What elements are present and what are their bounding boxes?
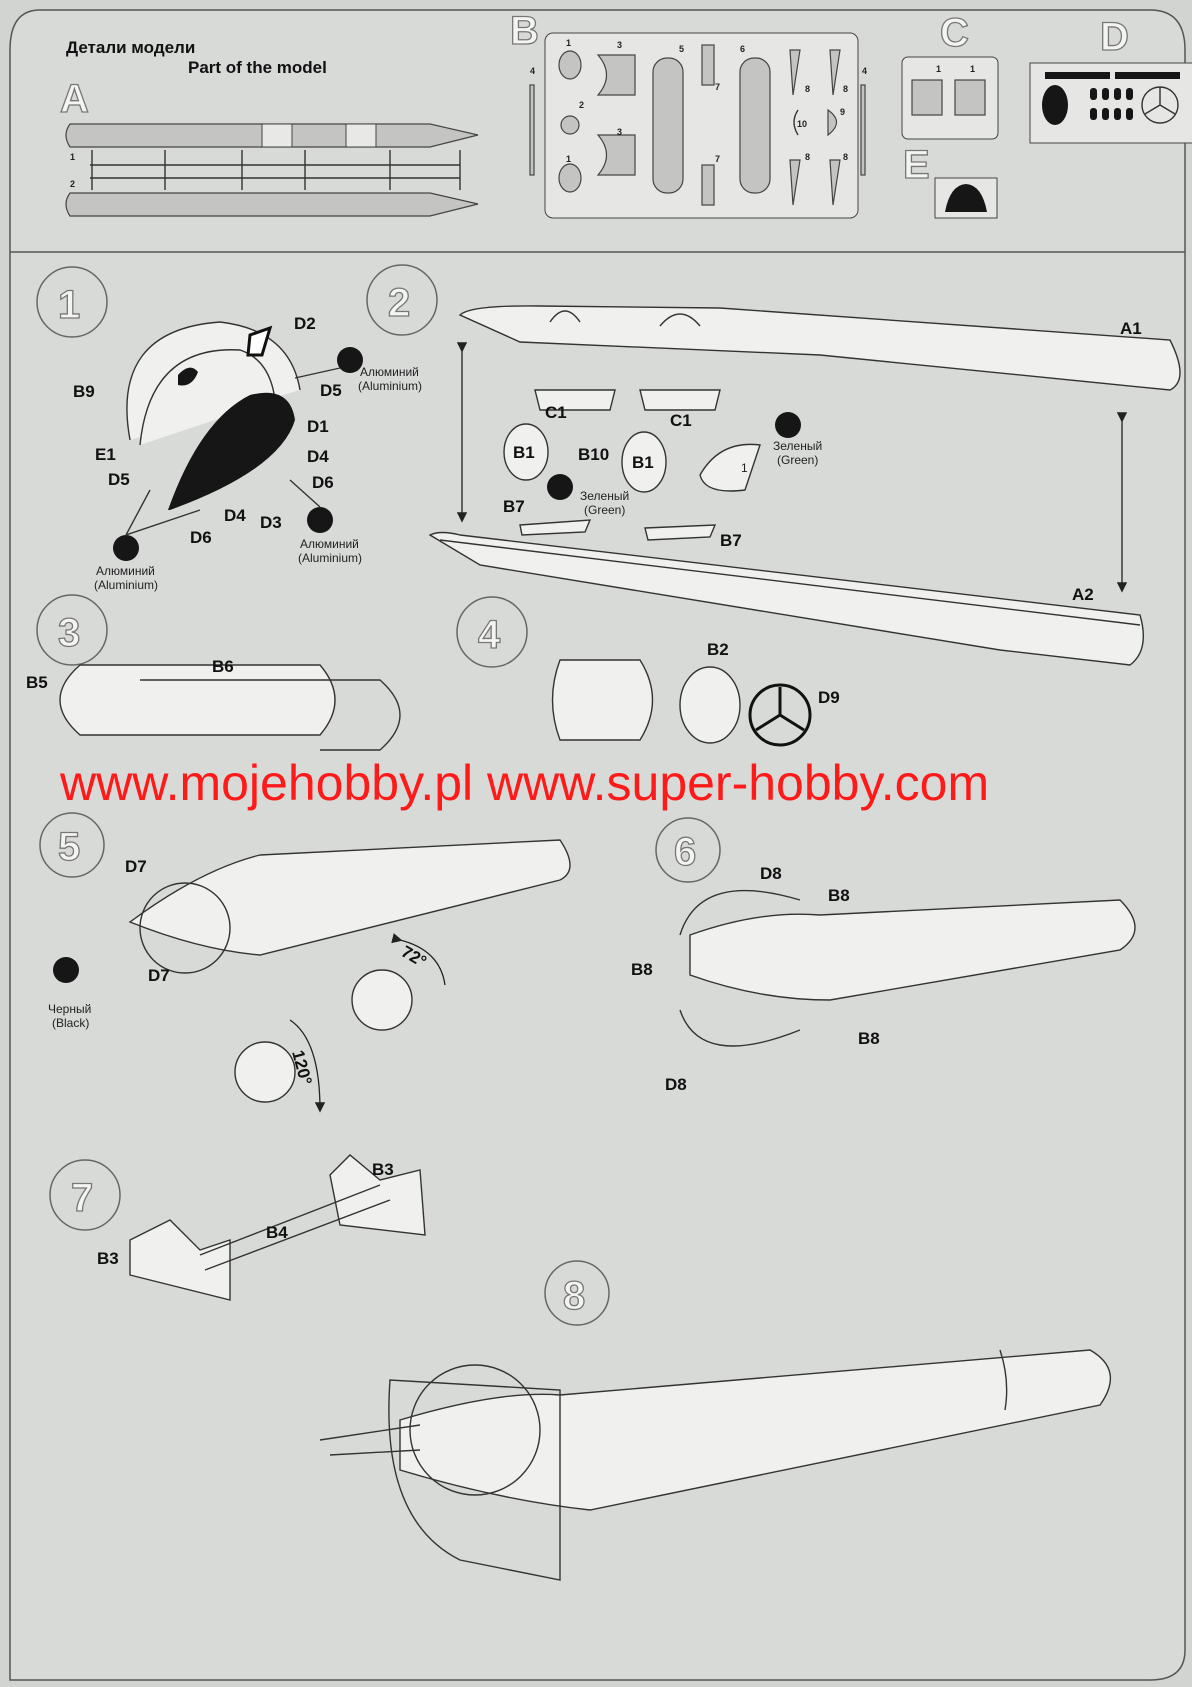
part-label: D5 xyxy=(108,470,130,489)
step-3: 3 B5 B6 xyxy=(26,594,401,751)
part-label: D9 xyxy=(818,688,840,707)
part-label: B9 xyxy=(73,382,95,401)
step-number: 7 xyxy=(71,1176,93,1220)
part-label: D7 xyxy=(148,966,170,985)
part-label: D1 xyxy=(307,417,329,436)
sprue-b-num: 4 xyxy=(530,66,535,76)
part-label: E1 xyxy=(95,445,116,464)
part-label: B10 xyxy=(578,445,609,464)
sprue-c: C 1 1 xyxy=(901,10,999,140)
paint-black-en: (Black) xyxy=(52,1016,89,1030)
parts-header: Детали модели Part of the model A 1 2 B xyxy=(59,8,1192,219)
step-number: 6 xyxy=(674,830,696,874)
part-label: B7 xyxy=(503,497,525,516)
sprue-d: D xyxy=(1029,14,1192,144)
part-label: B3 xyxy=(372,1160,394,1179)
step-number: 3 xyxy=(58,611,80,655)
step-number: 4 xyxy=(478,613,501,657)
paint-green-en: (Green) xyxy=(584,503,625,517)
part-label: C1 xyxy=(545,403,567,422)
sheet-border xyxy=(9,9,1186,1681)
sprue-b-num: 8 xyxy=(843,152,848,162)
sprue-b-letter: B xyxy=(510,9,539,53)
sprue-c-num: 1 xyxy=(970,64,975,74)
sprue-b-num: 7 xyxy=(715,82,720,92)
step-7: 7 B3 B4 B3 xyxy=(49,1154,426,1301)
paint-aluminium-ru: Алюминий xyxy=(360,365,419,379)
sprue-b-num: 10 xyxy=(797,119,807,129)
paint-aluminium-ru: Алюминий xyxy=(300,537,359,551)
sprue-c-num: 1 xyxy=(936,64,941,74)
step-number: 2 xyxy=(388,281,410,325)
step-number: 8 xyxy=(563,1274,585,1318)
sprue-b-num: 9 xyxy=(840,107,845,117)
title-ru: Детали модели xyxy=(66,38,195,57)
paint-aluminium-en: (Aluminium) xyxy=(298,551,362,565)
sprue-b-num: 7 xyxy=(715,154,720,164)
sprue-a-num: 1 xyxy=(70,152,75,162)
paint-green-ru: Зеленый xyxy=(580,489,629,503)
part-label: D2 xyxy=(294,314,316,333)
step-1: 1 D2 B9 D5 D1 E1 D4 D5 D6 D4 D3 D6 Алюми… xyxy=(36,266,422,592)
paint-green-en: (Green) xyxy=(777,453,818,467)
part-label: D3 xyxy=(260,513,282,532)
part-label: B5 xyxy=(26,673,48,692)
part-label: D4 xyxy=(224,506,246,525)
step-6: 6 D8 B8 B8 B8 D8 xyxy=(631,817,1136,1094)
paint-green-ru: Зеленый xyxy=(773,439,822,453)
part-label: D6 xyxy=(312,473,334,492)
step-5: 5 D7 D7 72° 120° Черный (Black) xyxy=(39,812,571,1110)
part-label: B4 xyxy=(266,1223,288,1242)
part-label: B6 xyxy=(212,657,234,676)
step-number: 5 xyxy=(58,825,80,869)
sprue-b-num: 8 xyxy=(805,152,810,162)
sprue-b-num: 2 xyxy=(579,100,584,110)
part-label: B3 xyxy=(97,1249,119,1268)
sprue-a-num: 2 xyxy=(70,179,75,189)
part-label: C1 xyxy=(670,411,692,430)
part-label: D5 xyxy=(320,381,342,400)
paint-black-ru: Черный xyxy=(48,1002,91,1016)
sprue-b-num: 5 xyxy=(679,44,684,54)
sprue-b: B 1 2 1 3 3 4 4 5 6 7 7 8 xyxy=(509,8,867,219)
sprue-d-letter: D xyxy=(1100,15,1129,59)
sprue-e-letter: E xyxy=(903,143,930,187)
sprue-b-num: 4 xyxy=(862,66,867,76)
sprue-b-num: 3 xyxy=(617,127,622,137)
paint-aluminium-ru: Алюминий xyxy=(96,564,155,578)
sprue-a-letter: A xyxy=(60,77,89,121)
part-label: B1 xyxy=(513,443,535,462)
step-8: 8 xyxy=(319,1260,1112,1581)
sprue-b-num: 1 xyxy=(566,154,571,164)
sprue-b-num: 1 xyxy=(566,38,571,48)
part-label: D6 xyxy=(190,528,212,547)
part-label: D8 xyxy=(665,1075,687,1094)
sprue-b-num: 6 xyxy=(740,44,745,54)
part-label: A1 xyxy=(1120,319,1142,338)
step-2: 2 A1 C1 C1 B1 B10 B1 B7 B7 A2 1 Зеленый … xyxy=(366,264,1181,666)
step-number: 1 xyxy=(58,283,80,327)
paint-aluminium-en: (Aluminium) xyxy=(94,578,158,592)
title-en: Part of the model xyxy=(188,58,327,77)
part-label: B8 xyxy=(858,1029,880,1048)
part-label: D4 xyxy=(307,447,329,466)
sprue-c-letter: C xyxy=(940,11,969,55)
paint-aluminium-en: (Aluminium) xyxy=(358,379,422,393)
part-label: B8 xyxy=(631,960,653,979)
part-label: 1 xyxy=(741,461,748,475)
sprue-b-num: 8 xyxy=(805,84,810,94)
step-4: 4 B2 D9 xyxy=(456,596,840,747)
watermark: www.mojehobby.pl www.super-hobby.com xyxy=(59,755,989,811)
sprue-a: A 1 2 xyxy=(59,76,479,217)
sprue-b-num: 3 xyxy=(617,40,622,50)
part-label: A2 xyxy=(1072,585,1094,604)
sprue-e: E xyxy=(902,142,998,219)
sprue-b-num: 8 xyxy=(843,84,848,94)
part-label: B2 xyxy=(707,640,729,659)
part-label: B7 xyxy=(720,531,742,550)
part-label: D7 xyxy=(125,857,147,876)
part-label: B1 xyxy=(632,453,654,472)
part-label: B8 xyxy=(828,886,850,905)
part-label: D8 xyxy=(760,864,782,883)
